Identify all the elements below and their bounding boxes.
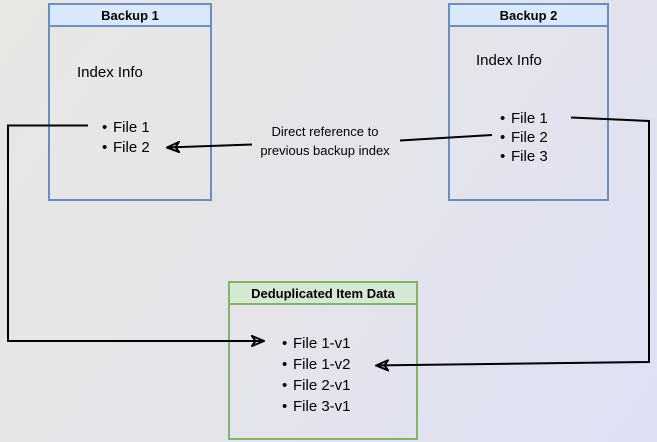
dedup-title: Deduplicated Item Data <box>230 283 416 305</box>
list-item-file1: File 1 <box>102 118 150 138</box>
backup2-box: Backup 2 Index Info File 1 File 2 File 3 <box>448 3 609 201</box>
list-item-file1: File 1 <box>500 109 548 128</box>
edge-label-line2: previous backup index <box>260 143 390 158</box>
backup1-index-info-label: Index Info <box>77 64 143 81</box>
backup1-box: Backup 1 Index Info File 1 File 2 <box>48 3 212 201</box>
backup2-file-list: File 1 File 2 File 3 <box>500 109 548 166</box>
dedup-box: Deduplicated Item Data File 1-v1 File 1-… <box>228 281 418 440</box>
dedup-file-list: File 1-v1 File 1-v2 File 2-v1 File 3-v1 <box>282 333 351 417</box>
list-item-file2: File 2 <box>500 128 548 147</box>
list-item-file1-v1: File 1-v1 <box>282 333 351 354</box>
edge-label-line1: Direct reference to <box>271 124 379 139</box>
list-item-file3: File 3 <box>500 147 548 166</box>
list-item-file2: File 2 <box>102 138 150 158</box>
list-item-file2-v1: File 2-v1 <box>282 375 351 396</box>
edge-label-direct-reference: Direct reference to previous backup inde… <box>240 122 410 160</box>
backup1-title: Backup 1 <box>50 5 210 27</box>
backup1-file-list: File 1 File 2 <box>102 118 150 158</box>
list-item-file3-v1: File 3-v1 <box>282 396 351 417</box>
backup2-title: Backup 2 <box>450 5 607 27</box>
backup2-index-info-label: Index Info <box>476 52 542 69</box>
list-item-file1-v2: File 1-v2 <box>282 354 351 375</box>
